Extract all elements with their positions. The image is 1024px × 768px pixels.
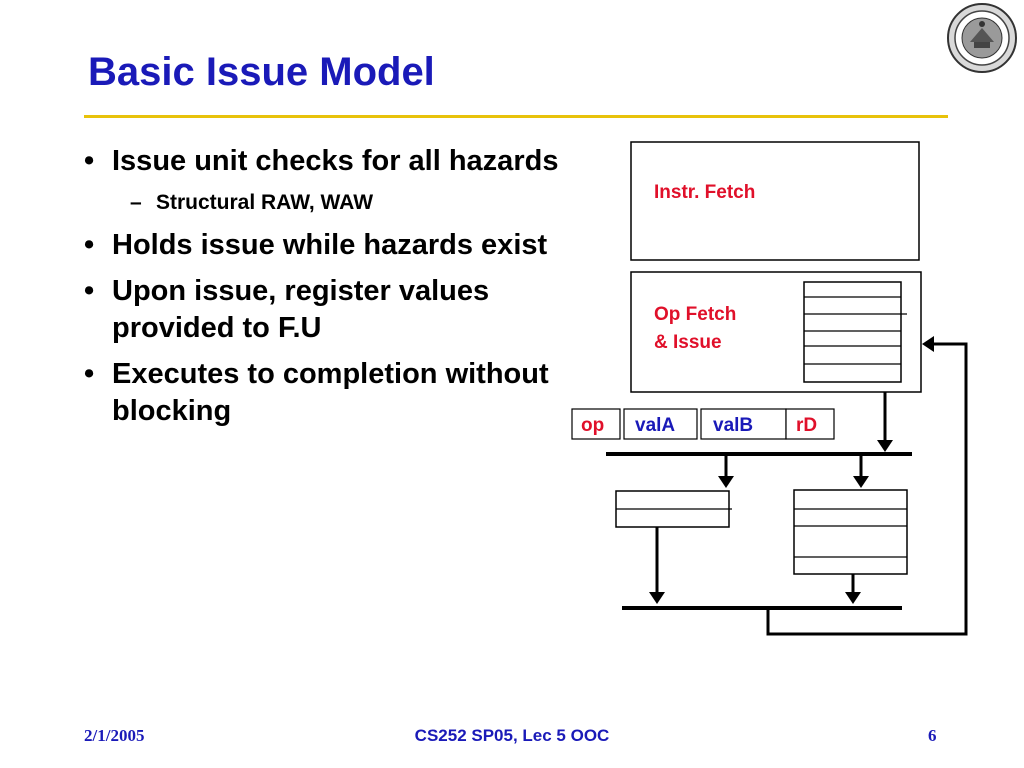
bullet-item: • Executes to completion without blockin… — [84, 358, 549, 427]
fu2-output-arrowhead — [845, 592, 861, 604]
latch-field-vala: valA — [635, 415, 675, 436]
bullet-item: • Issue unit checks for all hazards — [84, 145, 559, 177]
footer-date: 2/1/2005 — [84, 726, 145, 745]
sub-bullet-item: – Structural RAW, WAW — [130, 191, 374, 214]
register-file — [803, 281, 907, 383]
latch-field-valb: valB — [713, 415, 753, 436]
functional-unit-2 — [793, 489, 908, 575]
latch-field-rd: rD — [796, 415, 817, 436]
instr-fetch-label: Instr. Fetch — [654, 182, 755, 203]
op-fetch-label-line1: Op Fetch — [654, 304, 736, 325]
fu2-input-arrowhead — [853, 476, 869, 488]
bullet-item: • Holds issue while hazards exist — [84, 229, 548, 261]
writeback-arrowhead — [922, 336, 934, 352]
issue-latch: op valA valB rD — [571, 408, 835, 440]
bullet-text: Holds issue while hazards exist — [112, 229, 548, 261]
bullet-list: • Issue unit checks for all hazards – St… — [76, 143, 576, 439]
footer-page-number: 6 — [928, 726, 937, 745]
university-seal-icon — [947, 3, 1017, 73]
bullet-item: • Upon issue, register values provided t… — [84, 275, 490, 344]
title-underline — [84, 115, 948, 118]
op-fetch-label-line2: & Issue — [654, 332, 722, 353]
footer-course: CS252 SP05, Lec 5 OOC — [414, 726, 610, 745]
slide-title: Basic Issue Model — [88, 50, 435, 94]
fu1-input-arrowhead — [718, 476, 734, 488]
bullet-text: Executes to completion without blocking — [112, 358, 549, 427]
functional-unit-1 — [615, 490, 732, 528]
sub-bullet-text: Structural RAW, WAW — [156, 191, 374, 214]
fu1-output-arrowhead — [649, 592, 665, 604]
instr-fetch-box — [630, 141, 920, 261]
bullet-text: Issue unit checks for all hazards — [112, 145, 559, 177]
latch-field-op: op — [581, 415, 604, 436]
issue-arrowhead — [877, 440, 893, 452]
bullet-text: Upon issue, register values provided to … — [112, 275, 490, 344]
writeback-path — [766, 342, 968, 636]
